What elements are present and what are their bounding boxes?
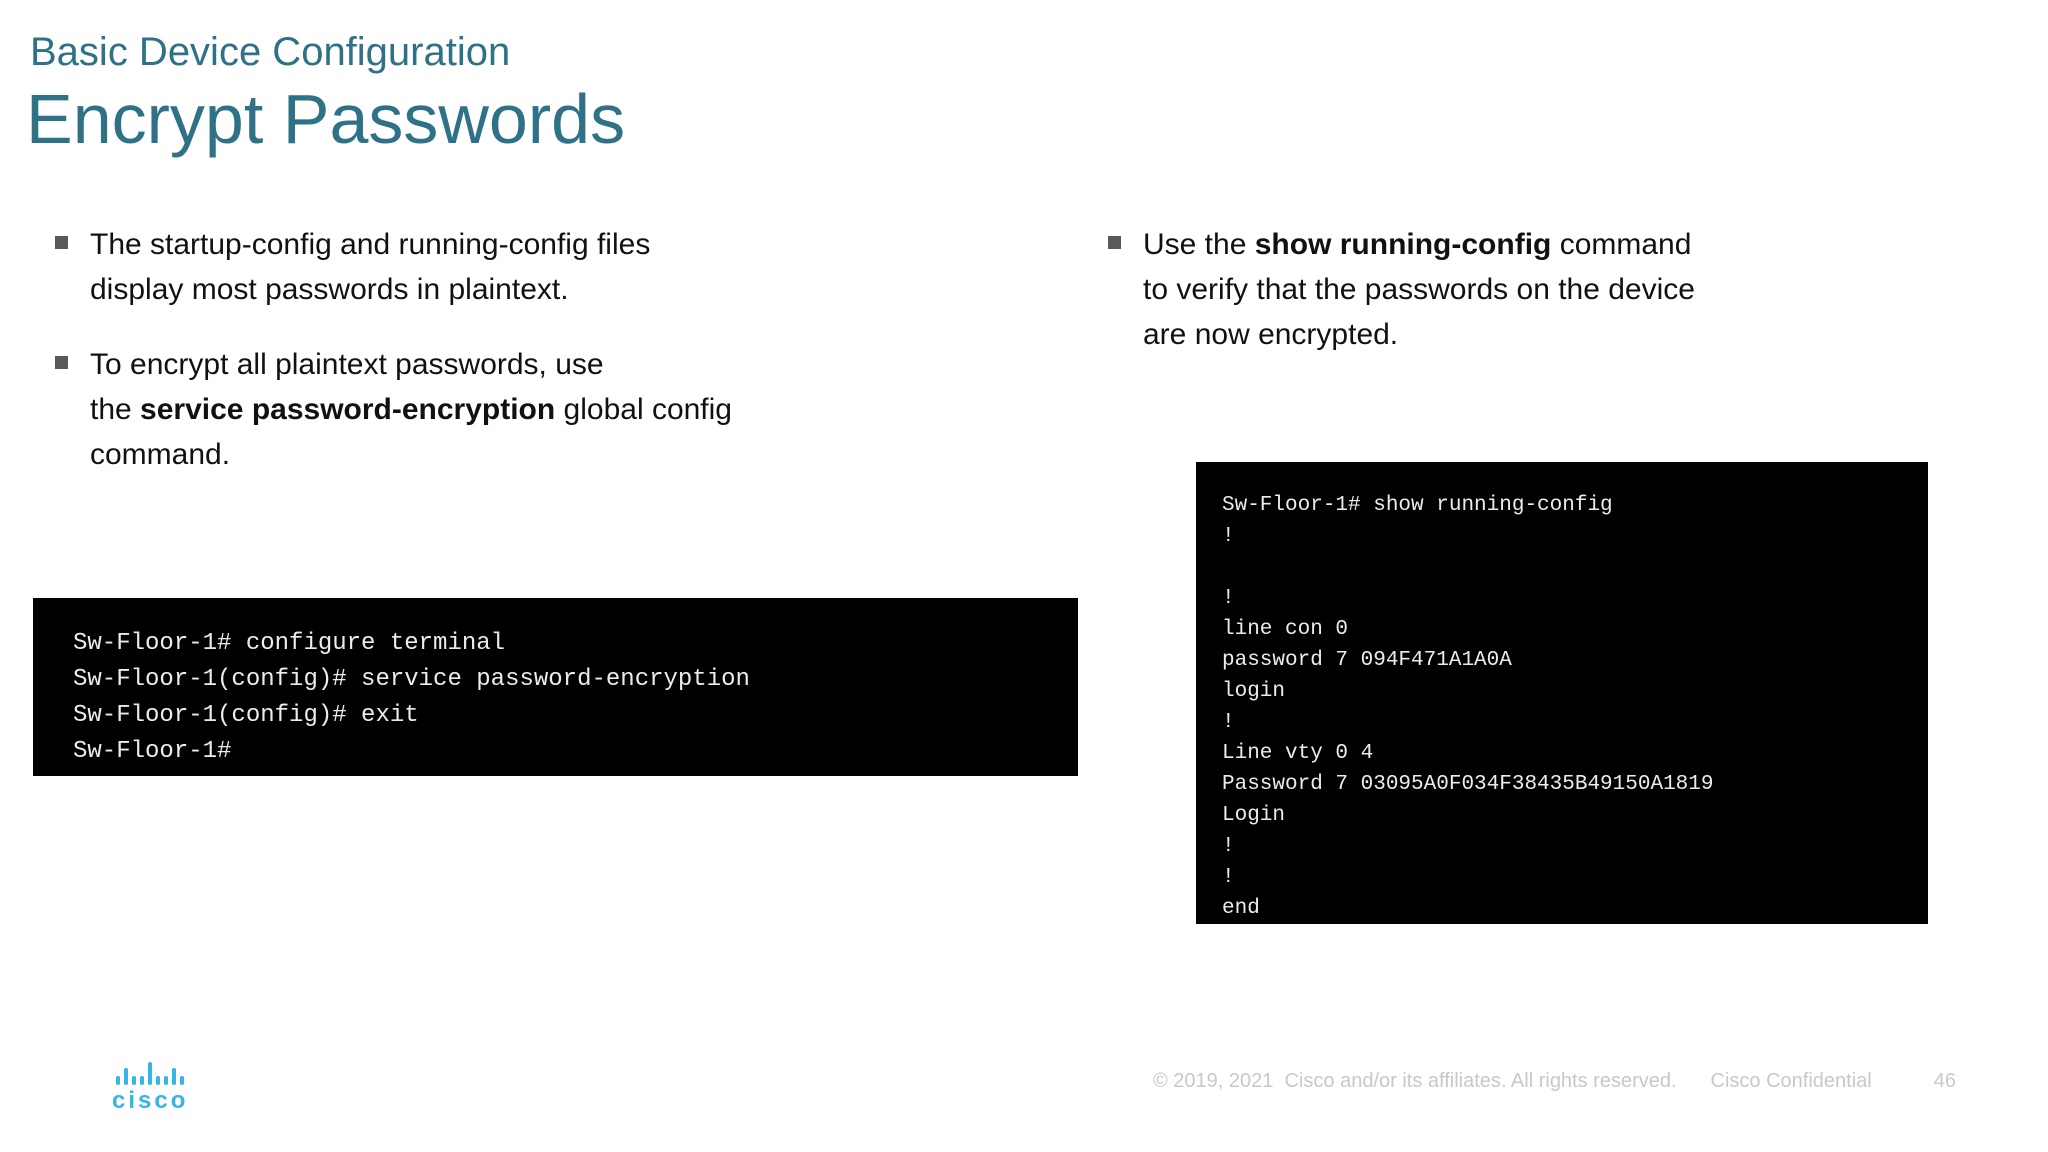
bullet-item: Use the show running-config command to v… bbox=[1108, 222, 1988, 357]
bullet-square-icon bbox=[55, 356, 68, 369]
cisco-logo-wordmark: cisco bbox=[112, 1087, 189, 1114]
page-title: Encrypt Passwords bbox=[26, 80, 626, 158]
bullet-text: To encrypt all plaintext passwords, use … bbox=[90, 342, 732, 477]
page-number: 46 bbox=[1933, 1070, 1956, 1092]
bullet-square-icon bbox=[1108, 236, 1121, 249]
bullet-text-segment: global config command. bbox=[90, 393, 732, 471]
bullet-square-icon bbox=[55, 236, 68, 249]
cisco-logo: cisco bbox=[112, 1062, 188, 1115]
slide-eyebrow: Basic Device Configuration bbox=[30, 30, 511, 74]
footer: © 2019, 2021 Cisco and/or its affiliates… bbox=[1153, 1070, 1956, 1093]
bullet-text: The startup-config and running-config fi… bbox=[90, 222, 650, 312]
terminal-config-commands: Sw-Floor-1# configure terminal Sw-Floor-… bbox=[33, 598, 1078, 776]
terminal-show-running-config: Sw-Floor-1# show running-config ! ! line… bbox=[1196, 462, 1928, 924]
right-bullet-list: Use the show running-config command to v… bbox=[1108, 222, 1988, 387]
confidential-label: Cisco Confidential bbox=[1710, 1070, 1872, 1092]
cisco-logo-bars-icon bbox=[112, 1062, 188, 1085]
bullet-item: The startup-config and running-config fi… bbox=[55, 222, 1065, 312]
bullet-text-bold-segment: service password-encryption bbox=[140, 393, 556, 426]
bullet-item: To encrypt all plaintext passwords, use … bbox=[55, 342, 1065, 477]
bullet-text-segment: To encrypt all plaintext passwords, use … bbox=[90, 348, 604, 426]
bullet-text-segment: The startup-config and running-config fi… bbox=[90, 228, 651, 306]
bullet-text: Use the show running-config command to v… bbox=[1143, 222, 1695, 357]
bullet-text-bold-segment: show running-config bbox=[1254, 228, 1552, 261]
bullet-text-segment: Use the bbox=[1143, 228, 1255, 261]
copyright-text: © 2019, 2021 Cisco and/or its affiliates… bbox=[1153, 1070, 1677, 1092]
left-bullet-list: The startup-config and running-config fi… bbox=[55, 222, 1065, 507]
bullet-text-segment: command to verify that the passwords on … bbox=[1143, 228, 1695, 351]
